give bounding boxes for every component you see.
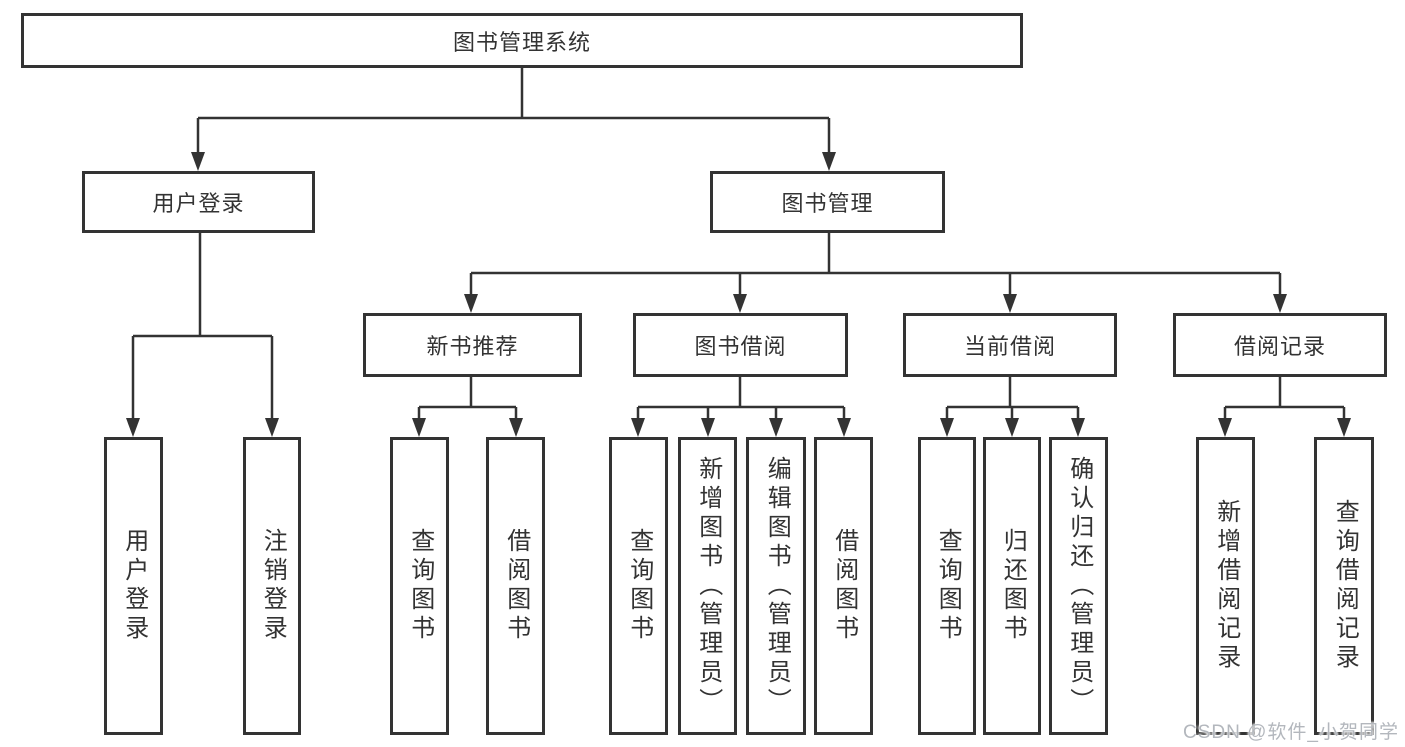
node-borrowing-records: 借阅记录	[1173, 313, 1387, 377]
leaf-borrowing-add-book-admin: 新增图书（管理员）	[678, 437, 737, 735]
leaf-recommend-query-books: 查询图书	[390, 437, 449, 735]
leaf-borrowing-edit-book-admin: 编辑图书（管理员）	[746, 437, 806, 735]
leaf-current-query-books: 查询图书	[918, 437, 976, 735]
node-user-login-branch: 用户登录	[82, 171, 315, 233]
csdn-watermark: CSDN @软件_小贺同学	[1183, 722, 1399, 743]
node-root-library-system: 图书管理系统	[21, 13, 1023, 68]
leaf-user-login: 用户登录	[104, 437, 163, 735]
leaf-current-confirm-return-admin: 确认归还（管理员）	[1049, 437, 1108, 735]
leaf-recommend-borrow-books: 借阅图书	[486, 437, 545, 735]
leaf-borrowing-borrow-books: 借阅图书	[814, 437, 873, 735]
leaf-records-add-borrow-record: 新增借阅记录	[1196, 437, 1255, 735]
leaf-logout: 注销登录	[243, 437, 301, 735]
node-new-book-recommendation: 新书推荐	[363, 313, 582, 377]
node-book-management-branch: 图书管理	[710, 171, 945, 233]
node-book-borrowing: 图书借阅	[633, 313, 848, 377]
leaf-records-query-borrow-record: 查询借阅记录	[1314, 437, 1374, 735]
leaf-borrowing-query-books: 查询图书	[609, 437, 668, 735]
node-current-borrowing: 当前借阅	[903, 313, 1117, 377]
leaf-current-return-books: 归还图书	[983, 437, 1041, 735]
